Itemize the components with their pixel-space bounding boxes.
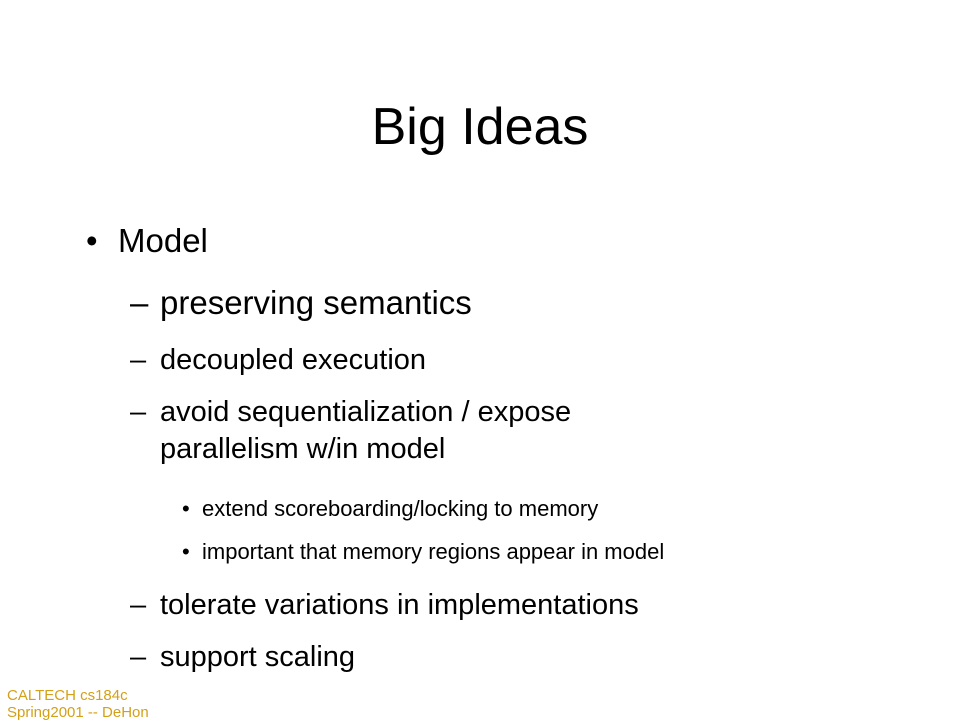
bullet-text: Model <box>118 222 208 259</box>
slide-title: Big Ideas <box>371 98 589 156</box>
sub-bullet-support-scaling: – support scaling <box>130 639 355 676</box>
dash-marker: – <box>130 641 147 673</box>
sub-sub-bullet-text: extend scoreboarding/locking to memory <box>202 496 599 521</box>
sub-bullet-text-line-2: parallelism w/in model <box>160 433 446 465</box>
bullet-marker: • <box>182 539 190 564</box>
sub-bullet-text-line-1: avoid sequentialization / expose <box>160 396 572 428</box>
sub-sub-bullet-extend-scoreboarding: • extend scoreboarding/locking to memory <box>182 494 598 524</box>
bullet-marker: • <box>86 222 98 259</box>
sub-bullet-text: tolerate variations in implementations <box>160 589 639 621</box>
sub-bullet-preserving-semantics: – preserving semantics <box>130 283 472 323</box>
sub-bullet-text: support scaling <box>160 641 356 673</box>
sub-bullet-text: preserving semantics <box>160 284 472 321</box>
dash-marker: – <box>130 396 147 428</box>
footer-term-author: Spring2001 -- DeHon <box>7 704 149 721</box>
dash-marker: – <box>130 284 149 321</box>
bullet-model: • Model <box>86 221 208 261</box>
sub-bullet-tolerate-variations: – tolerate variations in implementations <box>130 587 639 624</box>
dash-marker: – <box>130 344 147 376</box>
bullet-marker: • <box>182 496 190 521</box>
sub-sub-bullet-memory-regions: • important that memory regions appear i… <box>182 537 664 567</box>
sub-bullet-avoid-sequentialization: – avoid sequentialization / expose paral… <box>130 394 571 468</box>
sub-bullet-decoupled-execution: – decoupled execution <box>130 342 426 379</box>
sub-sub-bullet-text: important that memory regions appear in … <box>202 539 665 564</box>
dash-marker: – <box>130 589 147 621</box>
footer-course: CALTECH cs184c <box>7 687 128 704</box>
sub-bullet-text: decoupled execution <box>160 344 427 376</box>
slide-footer: CALTECH cs184c Spring2001 -- DeHon <box>7 687 149 721</box>
